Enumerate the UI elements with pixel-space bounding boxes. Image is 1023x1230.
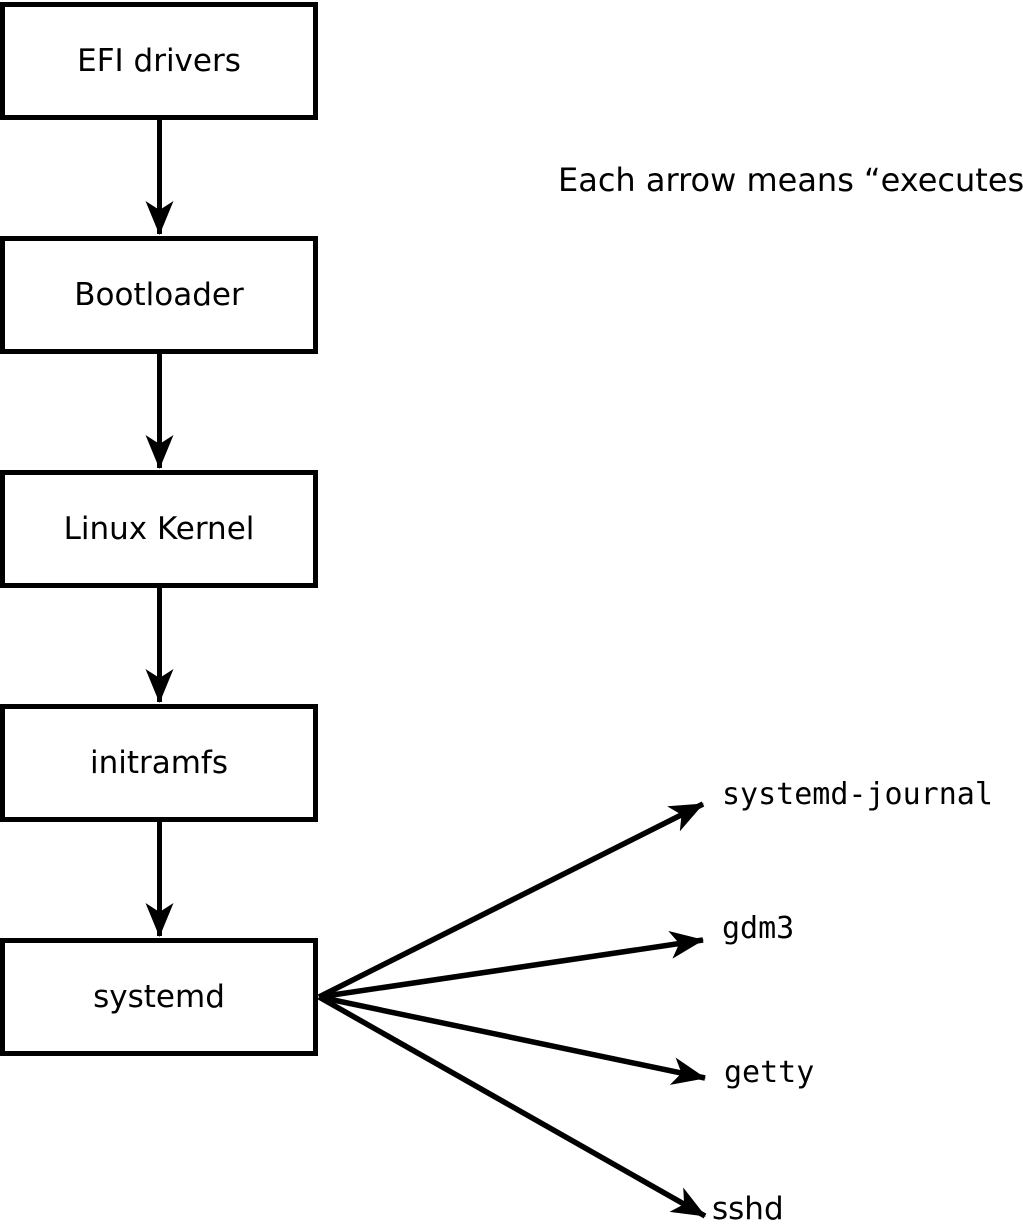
node-bootloader: Bootloader (0, 236, 318, 354)
arrow-systemd-to-sshd (317, 994, 707, 1219)
node-efi-drivers-label: EFI drivers (77, 42, 241, 79)
process-label-systemd-journal: systemd-journal (722, 777, 993, 812)
arrow-systemd-to-journal (317, 801, 705, 1000)
annotation-text: Each arrow means “executes”. (558, 161, 1023, 199)
node-initramfs: initramfs (0, 704, 318, 822)
node-efi-drivers: EFI drivers (0, 2, 318, 120)
node-linux-kernel: Linux Kernel (0, 470, 318, 588)
node-linux-kernel-label: Linux Kernel (63, 510, 255, 547)
process-label-gdm3: gdm3 (722, 911, 795, 946)
node-initramfs-label: initramfs (89, 744, 229, 781)
node-systemd: systemd (0, 938, 318, 1056)
node-systemd-label: systemd (93, 978, 225, 1015)
arrow-systemd-to-getty (318, 994, 706, 1085)
arrow-systemd-to-gdm3 (318, 930, 704, 1000)
process-label-sshd: sshd (712, 1191, 784, 1227)
node-bootloader-label: Bootloader (74, 276, 244, 313)
process-label-getty: getty (724, 1055, 815, 1090)
